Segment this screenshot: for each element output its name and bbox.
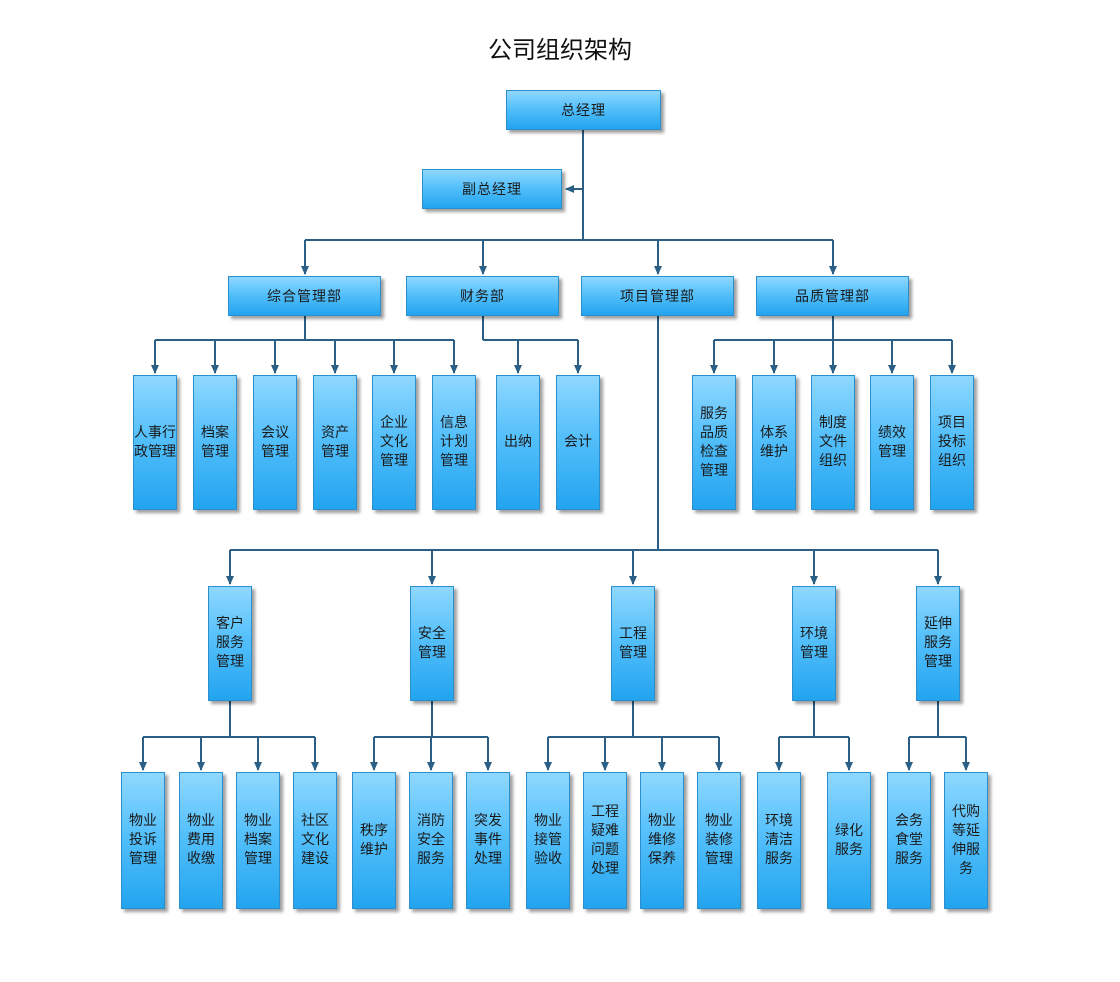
- node-repair: 物业维修保养: [640, 772, 684, 909]
- node-cleaning: 环境清洁服务: [757, 772, 801, 909]
- node-svc-inspect: 服务品质检查管理: [692, 375, 736, 510]
- node-deputy: 副总经理: [422, 169, 562, 209]
- node-environment: 环境管理: [792, 586, 836, 701]
- node-engineering: 工程管理: [611, 586, 655, 701]
- node-admin-dept: 综合管理部: [228, 276, 381, 316]
- node-fire: 消防安全服务: [409, 772, 453, 909]
- node-project-dept: 项目管理部: [581, 276, 734, 316]
- node-prop-archive: 物业档案管理: [236, 772, 280, 909]
- node-fee: 物业费用收缴: [179, 772, 223, 909]
- node-customer: 客户服务管理: [208, 586, 252, 701]
- node-community: 社区文化建设: [293, 772, 337, 909]
- node-bid: 项目投标组织: [930, 375, 974, 510]
- node-emergency: 突发事件处理: [466, 772, 510, 909]
- node-performance: 绩效管理: [870, 375, 914, 510]
- node-security: 安全管理: [410, 586, 454, 701]
- node-hr: 人事行政管理: [133, 375, 177, 510]
- node-finance-dept: 财务部: [406, 276, 559, 316]
- node-gm: 总经理: [506, 90, 661, 130]
- node-cashier: 出纳: [496, 375, 540, 510]
- node-extended: 延伸服务管理: [916, 586, 960, 701]
- node-policy-doc: 制度文件组织: [811, 375, 855, 510]
- node-complaint: 物业投诉管理: [121, 772, 165, 909]
- node-infoplan: 信息计划管理: [432, 375, 476, 510]
- node-meeting: 会议管理: [253, 375, 297, 510]
- node-agency: 代购等延伸服务: [944, 772, 988, 909]
- node-culture: 企业文化管理: [372, 375, 416, 510]
- node-accounting: 会计: [556, 375, 600, 510]
- node-asset: 资产管理: [313, 375, 357, 510]
- node-takeover: 物业接管验收: [526, 772, 570, 909]
- node-archive: 档案管理: [193, 375, 237, 510]
- node-greening: 绿化服务: [827, 772, 871, 909]
- node-canteen: 会务食堂服务: [887, 772, 931, 909]
- chart-title: 公司组织架构: [488, 36, 632, 64]
- node-order: 秩序维护: [352, 772, 396, 909]
- node-eng-problem: 工程疑难问题处理: [583, 772, 627, 909]
- node-sys-maint: 体系维护: [752, 375, 796, 510]
- node-quality-dept: 品质管理部: [756, 276, 909, 316]
- node-renovation: 物业装修管理: [697, 772, 741, 909]
